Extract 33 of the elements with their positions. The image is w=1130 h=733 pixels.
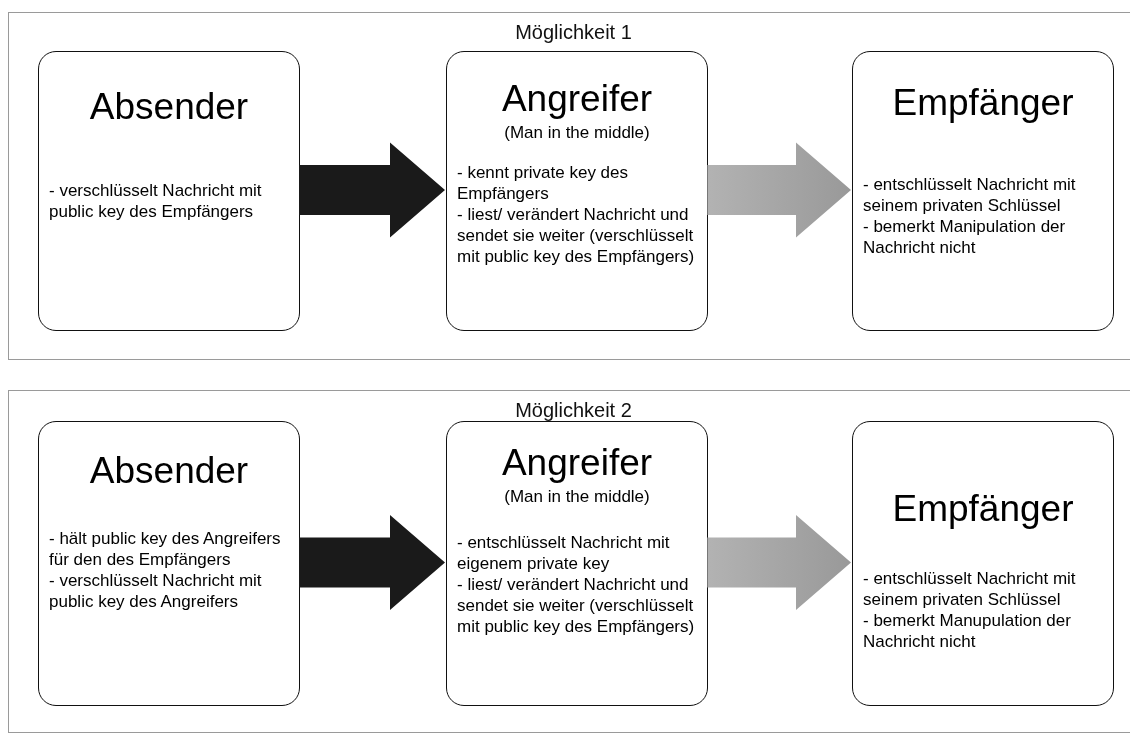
box-text: - bemerkt Manupulation der Nachricht nicht (862, 610, 1072, 652)
rounded-box (446, 51, 708, 331)
box-text: - liest/ verändert Nachricht und sendet sie weiter (verschlüsselt mit public key des Empfängers) (456, 204, 696, 267)
rounded-box (446, 421, 708, 706)
box-text: - entschlüsselt Nachricht mit eigenem private key (456, 532, 671, 574)
box-text: - bemerkt Manipulation der Nachricht nicht (862, 216, 1067, 258)
box-text: - kennt private key des Empfängers (456, 162, 630, 204)
rounded-box (852, 51, 1114, 331)
box-text: - verschlüsselt Nachricht mit public key des Empfängers (48, 180, 263, 222)
box-heading: Angreifer (500, 78, 654, 120)
box-text: - verschlüsselt Nachricht mit public key des Angreifers (48, 570, 263, 612)
section-title: Möglichkeit 1 (514, 21, 633, 44)
box-heading: Absender (88, 450, 250, 492)
section-panel (8, 12, 1130, 360)
block-arrow (707, 515, 851, 610)
box-text: - liest/ verändert Nachricht und sendet sie weiter (verschlüsselt mit public key des Empfängers) (456, 574, 696, 637)
box-heading: Empfänger (891, 488, 1075, 530)
box-heading: Empfänger (891, 82, 1075, 124)
rounded-box (852, 421, 1114, 706)
block-arrow (299, 515, 445, 610)
block-arrow (299, 142, 445, 238)
box-text: - entschlüsselt Nachricht mit seinem privaten Schlüssel (862, 174, 1077, 216)
box-text: - hält public key des Angreifers für den des Empfängers (48, 528, 282, 570)
rounded-box (38, 51, 300, 331)
rounded-box (38, 421, 300, 706)
box-subtitle: (Man in the middle) (503, 486, 651, 508)
box-heading: Absender (88, 86, 250, 128)
box-subtitle: (Man in the middle) (503, 122, 651, 144)
section-panel (8, 390, 1130, 733)
block-arrow (707, 142, 851, 238)
section-title: Möglichkeit 2 (514, 399, 633, 422)
box-heading: Angreifer (500, 442, 654, 484)
box-text: - entschlüsselt Nachricht mit seinem privaten Schlüssel (862, 568, 1077, 610)
